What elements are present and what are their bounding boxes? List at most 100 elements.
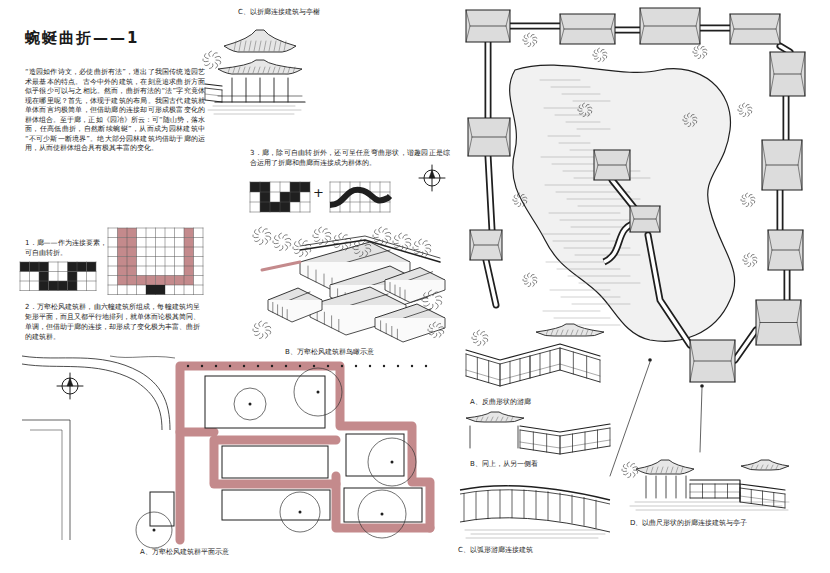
stroke xyxy=(536,491,537,519)
stroke xyxy=(174,228,175,295)
stroke xyxy=(560,493,561,521)
stroke xyxy=(205,94,222,96)
stroke xyxy=(203,51,221,69)
shape xyxy=(127,238,137,248)
column-dot xyxy=(285,365,287,367)
stroke xyxy=(20,290,96,291)
stroke xyxy=(360,182,361,212)
stroke xyxy=(496,417,498,421)
shape xyxy=(222,490,330,520)
stroke xyxy=(644,26,696,27)
column-dot xyxy=(299,365,301,367)
stroke xyxy=(568,276,630,277)
stroke xyxy=(203,228,204,295)
stroke xyxy=(498,230,502,260)
stroke xyxy=(556,330,558,335)
stroke xyxy=(108,237,203,238)
tree-dot xyxy=(299,511,302,514)
shape xyxy=(137,276,147,286)
stroke xyxy=(741,193,755,207)
shape xyxy=(690,340,735,382)
stroke xyxy=(274,78,275,102)
stroke xyxy=(277,305,278,315)
stroke xyxy=(428,322,444,338)
stroke xyxy=(586,330,588,335)
stroke xyxy=(331,316,332,328)
stroke xyxy=(180,428,214,437)
stroke xyxy=(560,436,561,454)
north-compass xyxy=(419,165,445,191)
stroke xyxy=(555,115,590,116)
stroke xyxy=(548,136,580,137)
figure-caption: A、万壑松风建筑群平面示意 xyxy=(140,548,229,557)
stroke xyxy=(108,266,203,267)
shape xyxy=(118,247,128,257)
stroke xyxy=(353,239,371,257)
stroke xyxy=(762,491,763,505)
stroke xyxy=(300,240,440,262)
stroke xyxy=(288,67,290,73)
stroke xyxy=(715,484,716,498)
column-dot xyxy=(243,365,245,367)
shape xyxy=(127,257,137,267)
stroke xyxy=(395,285,396,295)
intro-text: “造园如作诗文，必使曲折有法”，道出了我国传统造园艺术最基本的特点。古今中外的建… xyxy=(25,68,205,154)
stroke xyxy=(560,348,561,370)
stroke xyxy=(681,467,683,473)
shape xyxy=(39,262,49,272)
stroke xyxy=(566,330,568,335)
stroke xyxy=(39,262,40,291)
column-dot xyxy=(187,365,189,367)
stroke xyxy=(651,467,653,473)
column-dot xyxy=(383,365,385,367)
stroke xyxy=(208,110,301,111)
stroke xyxy=(772,250,799,251)
stroke xyxy=(636,460,694,474)
column-dot xyxy=(369,365,371,367)
stroke xyxy=(67,378,73,386)
stroke xyxy=(330,182,390,183)
stroke xyxy=(293,67,295,73)
stroke xyxy=(572,495,573,523)
stroke xyxy=(224,30,296,52)
stroke xyxy=(550,351,551,373)
stroke xyxy=(253,321,271,339)
stroke xyxy=(666,476,667,498)
stroke xyxy=(460,486,610,500)
stroke xyxy=(260,182,261,212)
stroke xyxy=(205,100,222,102)
stroke xyxy=(578,103,592,117)
stroke xyxy=(543,311,600,312)
stroke xyxy=(540,353,541,375)
stroke xyxy=(30,430,62,540)
stroke xyxy=(564,29,611,30)
stroke xyxy=(743,253,757,267)
shape xyxy=(118,266,128,276)
stroke xyxy=(272,302,273,312)
stroke xyxy=(562,94,600,95)
shape xyxy=(118,276,128,286)
page-title: 蜿蜒曲折——1 xyxy=(25,28,139,48)
stroke xyxy=(523,33,537,47)
stroke xyxy=(136,228,137,295)
stroke xyxy=(610,428,611,446)
stroke xyxy=(380,182,381,212)
stroke xyxy=(246,78,247,102)
shape xyxy=(184,228,194,238)
shape xyxy=(630,206,660,232)
stroke xyxy=(560,436,561,454)
stroke xyxy=(780,46,790,52)
stroke xyxy=(557,269,620,270)
stroke xyxy=(214,440,336,482)
stroke xyxy=(548,492,549,520)
shape xyxy=(344,488,422,522)
stroke xyxy=(20,271,96,272)
figure-caption: D、以曲尺形状的折廊连接建筑与亭子 xyxy=(630,518,750,528)
stroke xyxy=(573,352,574,374)
stroke xyxy=(184,228,185,295)
tree-dot xyxy=(381,513,384,516)
shape xyxy=(39,281,49,291)
stroke xyxy=(671,467,673,473)
stroke xyxy=(330,212,390,213)
